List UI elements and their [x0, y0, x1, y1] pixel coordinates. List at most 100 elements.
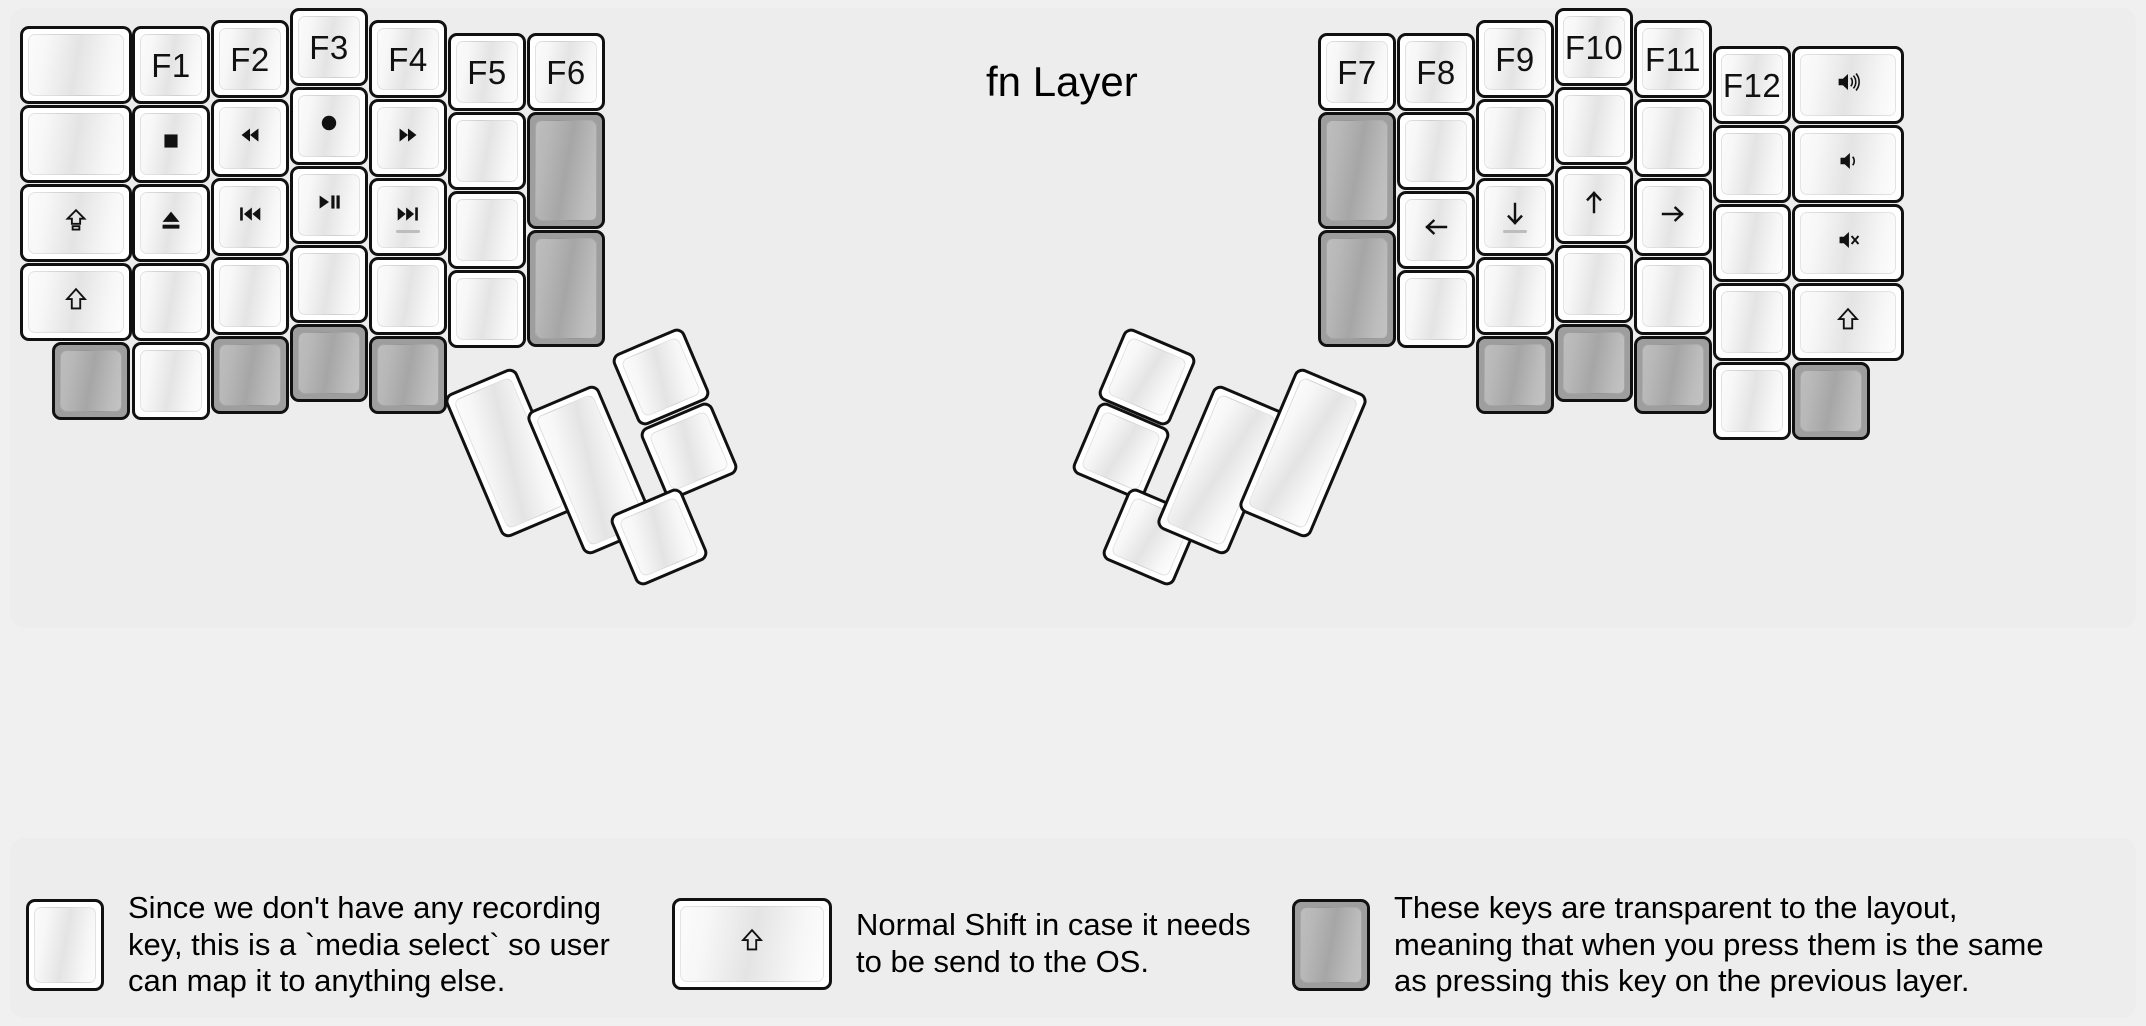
- col-f4-key-4[interactable]: [369, 257, 447, 335]
- keycap-surface: [1642, 265, 1704, 327]
- col-f3-key-2[interactable]: [290, 87, 368, 165]
- col-outer-right-key-3[interactable]: [1792, 204, 1904, 282]
- media-play-pause-icon: [314, 187, 344, 223]
- col-f1-key-4[interactable]: [132, 263, 210, 341]
- col-f11-key-5[interactable]: [1634, 336, 1712, 414]
- col-f10-key-4[interactable]: [1555, 245, 1633, 323]
- col-f8-key-1[interactable]: F8: [1397, 33, 1475, 111]
- col-f4-key-1[interactable]: F4: [369, 20, 447, 98]
- keycap-surface: F6: [535, 41, 597, 103]
- keycap-surface: [1800, 370, 1862, 432]
- col-f4-key-2[interactable]: [369, 99, 447, 177]
- caps-lock-icon: [61, 205, 91, 241]
- col-f7-key-2[interactable]: [1318, 112, 1396, 229]
- col-f9-key-2[interactable]: [1476, 99, 1554, 177]
- col-f2-key-5[interactable]: [211, 336, 289, 414]
- page-title: fn Layer: [986, 58, 1138, 105]
- keycap-surface: [298, 95, 360, 157]
- col-outer-right-key-4[interactable]: [1792, 283, 1904, 361]
- shift-arrow-icon: [61, 284, 91, 320]
- col-f5-key-2[interactable]: [448, 112, 526, 190]
- col-f11-key-2[interactable]: [1634, 99, 1712, 177]
- col-f12-key-4[interactable]: [1713, 283, 1791, 361]
- keycap-surface: [1800, 133, 1896, 195]
- col-f7-key-1[interactable]: F7: [1318, 33, 1396, 111]
- col-f7-key-3[interactable]: [1318, 230, 1396, 347]
- key-label: F5: [467, 53, 507, 91]
- col-f1-key-2[interactable]: [132, 105, 210, 183]
- col-f1-key-1[interactable]: F1: [132, 26, 210, 104]
- keycap-surface: [1484, 107, 1546, 169]
- col-f12-key-2[interactable]: [1713, 125, 1791, 203]
- col-outer-right-key-1[interactable]: [1792, 46, 1904, 124]
- col-f9-key-1[interactable]: F9: [1476, 20, 1554, 98]
- keycap-surface: [1563, 332, 1625, 394]
- keycap-surface: [298, 253, 360, 315]
- col-f1-key-5[interactable]: [132, 342, 210, 420]
- col-f4-key-3[interactable]: [369, 178, 447, 256]
- keycap-surface: [1405, 199, 1467, 261]
- keycap-surface: F1: [140, 34, 202, 96]
- keycap-surface: [1326, 120, 1388, 221]
- col-outer-right-key-2[interactable]: [1792, 125, 1904, 203]
- keycap-surface: F5: [456, 41, 518, 103]
- col-f4-key-5[interactable]: [369, 336, 447, 414]
- key-label: F12: [1722, 66, 1782, 104]
- col-f9-key-3[interactable]: [1476, 178, 1554, 256]
- col-outer-left-key-3[interactable]: [20, 184, 132, 262]
- col-f12-key-1[interactable]: F12: [1713, 46, 1791, 124]
- media-previous-track-icon: [235, 199, 265, 235]
- key-label: F3: [309, 28, 349, 66]
- col-f5-key-3[interactable]: [448, 191, 526, 269]
- col-f12-key-5[interactable]: [1713, 362, 1791, 440]
- keycap-surface: [1080, 410, 1162, 492]
- col-f3-key-4[interactable]: [290, 245, 368, 323]
- col-f12-key-3[interactable]: [1713, 204, 1791, 282]
- col-f8-key-3[interactable]: [1397, 191, 1475, 269]
- col-f10-key-3[interactable]: [1555, 166, 1633, 244]
- col-f8-key-4[interactable]: [1397, 270, 1475, 348]
- col-outer-right-key-5[interactable]: [1792, 362, 1870, 440]
- col-f5-key-4[interactable]: [448, 270, 526, 348]
- col-f6-key-3[interactable]: [527, 230, 605, 347]
- legend-key-record-dot-icon: [26, 898, 104, 991]
- legend-item-1: Since we don't have any recording key, t…: [26, 890, 610, 1000]
- keycap-surface: [219, 344, 281, 406]
- keycap-surface: [60, 350, 122, 412]
- col-outer-left-key-2[interactable]: [20, 105, 132, 183]
- col-f3-key-1[interactable]: F3: [290, 8, 368, 86]
- col-f11-key-3[interactable]: [1634, 178, 1712, 256]
- key-label: F1: [151, 46, 191, 84]
- col-f6-key-1[interactable]: F6: [527, 33, 605, 111]
- col-f2-key-2[interactable]: [211, 99, 289, 177]
- col-f9-key-4[interactable]: [1476, 257, 1554, 335]
- keycap-surface: [298, 332, 360, 394]
- keycap-surface: [1563, 95, 1625, 157]
- col-f11-key-1[interactable]: F11: [1634, 20, 1712, 98]
- keycap-surface: [298, 174, 360, 236]
- col-outer-left-key-1[interactable]: [20, 26, 132, 104]
- keycap-surface: [456, 278, 518, 340]
- col-outer-left-key-4[interactable]: [20, 263, 132, 341]
- col-f2-key-4[interactable]: [211, 257, 289, 335]
- key-label: F2: [230, 40, 270, 78]
- col-f9-key-5[interactable]: [1476, 336, 1554, 414]
- col-f2-key-3[interactable]: [211, 178, 289, 256]
- col-f2-key-1[interactable]: F2: [211, 20, 289, 98]
- keycap-surface: [456, 120, 518, 182]
- col-outer-left-key-5[interactable]: [52, 342, 130, 420]
- col-f3-key-5[interactable]: [290, 324, 368, 402]
- col-f5-key-1[interactable]: F5: [448, 33, 526, 111]
- col-f8-key-2[interactable]: [1397, 112, 1475, 190]
- col-f3-key-3[interactable]: [290, 166, 368, 244]
- keycap-surface: [1800, 54, 1896, 116]
- col-f1-key-3[interactable]: [132, 184, 210, 262]
- col-f11-key-4[interactable]: [1634, 257, 1712, 335]
- col-f10-key-5[interactable]: [1555, 324, 1633, 402]
- keycap-surface: [28, 34, 124, 96]
- keycap-surface: [1721, 370, 1783, 432]
- col-f10-key-2[interactable]: [1555, 87, 1633, 165]
- col-f6-key-2[interactable]: [527, 112, 605, 229]
- col-f10-key-1[interactable]: F10: [1555, 8, 1633, 86]
